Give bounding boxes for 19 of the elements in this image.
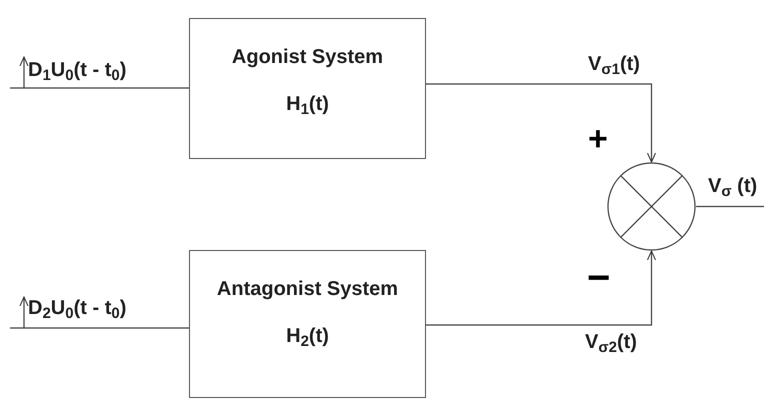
sign-label: + xyxy=(588,122,608,156)
summing-junction xyxy=(607,162,696,251)
arrow xyxy=(426,83,656,162)
transfer-function: H$_{1}$(t) xyxy=(286,92,329,117)
signal-label: V$_{σ1}$(t) xyxy=(588,52,640,77)
signal-label: D$_{2}$U$_{0}$(t - t$_{0}$) xyxy=(28,296,126,321)
system-box xyxy=(189,250,426,398)
signal-label: V$_{σ2}$(t) xyxy=(585,330,637,355)
sign-label: − xyxy=(587,258,610,298)
system-title: Antagonist System xyxy=(216,277,398,302)
signal-label: D$_{1}$U$_{0}$(t - t$_{0}$) xyxy=(28,58,126,83)
system-title: Agonist System xyxy=(232,45,384,70)
transfer-function: H$_{2}$(t) xyxy=(286,324,329,349)
signal-line xyxy=(10,87,189,89)
arrow xyxy=(426,250,656,326)
signal-line xyxy=(696,206,764,208)
system-box xyxy=(189,18,426,159)
signal-line xyxy=(10,327,189,329)
signal-label: V$_{σ}$ (t) xyxy=(708,174,758,199)
